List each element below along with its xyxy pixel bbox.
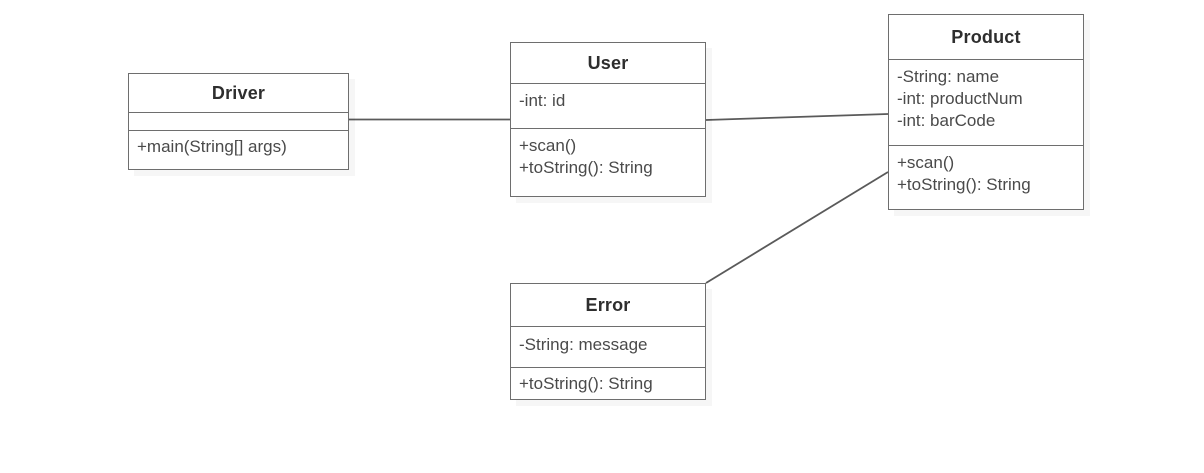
uml-class-error[interactable]: Error -String: message +toString(): Stri…: [510, 283, 706, 400]
class-member: +toString(): String: [519, 374, 653, 393]
class-member: -int: id: [519, 91, 566, 110]
class-methods-product: +scan() +toString(): String: [889, 145, 1083, 211]
class-member: -int: productNum: [897, 88, 1023, 108]
association-error-product[interactable]: [705, 171, 889, 284]
class-member: +toString(): String: [897, 174, 1031, 194]
class-member: +main(String[] args): [137, 137, 287, 156]
class-member: -int: barCode: [897, 110, 996, 130]
class-member: -String: message: [519, 335, 648, 354]
class-name-error: Error: [585, 294, 631, 315]
class-methods-user: +scan() +toString(): String: [511, 128, 705, 198]
class-attributes-user: -int: id: [511, 83, 705, 128]
uml-class-product[interactable]: Product -String: name -int: productNum -…: [888, 14, 1084, 210]
uml-class-driver[interactable]: Driver +main(String[] args): [128, 73, 349, 170]
class-name-user: User: [587, 52, 629, 73]
class-attributes-error: -String: message: [511, 326, 705, 367]
class-name-product: Product: [951, 26, 1021, 47]
uml-class-user[interactable]: User -int: id +scan() +toString(): Strin…: [510, 42, 706, 197]
class-member: -String: name: [897, 67, 1000, 86]
class-attributes-product: -String: name -int: productNum -int: bar…: [889, 59, 1083, 145]
class-member: +scan(): [519, 136, 577, 155]
class-methods-error: +toString(): String: [511, 367, 705, 401]
class-name-driver: Driver: [211, 82, 266, 103]
class-attributes-driver: [129, 112, 348, 130]
class-methods-driver: +main(String[] args): [129, 130, 348, 169]
class-member: +toString(): String: [519, 157, 653, 177]
association-user-product[interactable]: [705, 113, 889, 121]
class-member: +scan(): [897, 153, 955, 172]
